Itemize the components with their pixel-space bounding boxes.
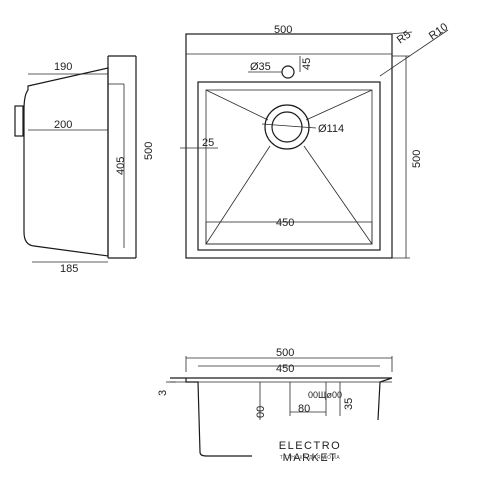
dim-drain-code: 00Щø00 — [308, 390, 342, 400]
side-view: 190 200 185 405 500 — [14, 55, 155, 275]
dim-tap-hole: Ø35 — [250, 61, 271, 73]
dim-45: 45 — [301, 58, 313, 70]
dim-500-top: 500 — [274, 24, 292, 36]
bowl-outline — [197, 81, 381, 251]
dim-500-side: 500 — [143, 142, 155, 160]
section-bowl-right — [377, 377, 393, 421]
dim-405: 405 — [115, 157, 127, 175]
dim-00: 00 — [255, 406, 267, 418]
dim-35: 35 — [343, 398, 355, 410]
logo-name: ELECTRO MARKET — [278, 440, 342, 464]
dim-r10: R10 — [427, 21, 450, 42]
dim-25: 25 — [202, 137, 214, 149]
dim-500-section: 500 — [276, 347, 294, 359]
drain-outer — [264, 104, 310, 150]
side-view-body — [23, 67, 109, 257]
section-view: 500 450 3 80 35 00 00Щø00 — [157, 347, 393, 457]
section-bowl-left — [185, 378, 252, 457]
dim-500-right: 500 — [411, 150, 423, 168]
dim-200: 200 — [54, 119, 72, 131]
dim-drain: Ø114 — [318, 123, 344, 135]
top-view: 500 R5 R10 Ø35 45 Ø114 25 450 500 — [180, 21, 450, 259]
side-view-drain — [14, 105, 24, 137]
dim-185: 185 — [60, 263, 78, 275]
watermark-logo: ELECTRO MARKET ТЕХНИКА ДЛЯ ДОМА — [252, 432, 368, 472]
logo-tagline: ТЕХНИКА ДЛЯ ДОМА — [279, 455, 341, 461]
top-view-outer — [185, 33, 393, 259]
dim-450-section: 450 — [276, 363, 294, 375]
dim-3: 3 — [157, 390, 169, 396]
dim-r5: R5 — [395, 29, 413, 47]
dim-80: 80 — [298, 403, 310, 415]
dim-450-top: 450 — [276, 217, 294, 229]
tap-hole — [281, 65, 295, 79]
dim-190: 190 — [54, 61, 72, 73]
